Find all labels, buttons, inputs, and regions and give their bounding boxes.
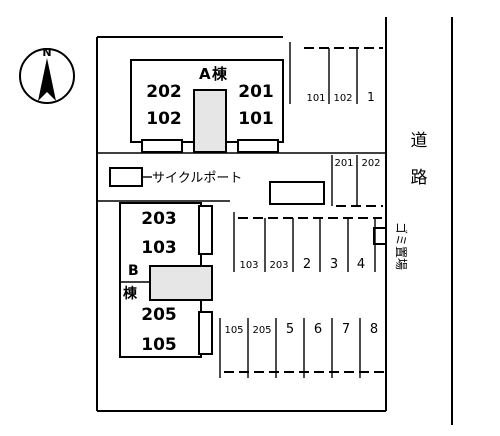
garbage-label: ゴミ置場 <box>394 222 409 270</box>
unit-203-label: 203 <box>141 209 177 229</box>
building-b-stairwell <box>149 265 213 301</box>
compass-north-label: N <box>42 46 51 59</box>
road-label-2: 路 <box>411 168 428 188</box>
unit-205-label: 205 <box>141 305 177 325</box>
parking-space-label: 102 <box>333 93 352 104</box>
building-a-kanji: 棟 <box>212 65 228 83</box>
unit-201-label: 201 <box>238 82 274 102</box>
parking-space-label: 101 <box>306 93 325 104</box>
parking-space-label: 6 <box>314 322 322 337</box>
parking-mid-right: 201 202 <box>331 155 383 207</box>
parking-space-label: 5 <box>286 322 294 337</box>
parking-space-label: 1 <box>367 90 375 104</box>
parking-space-label: 4 <box>357 257 365 272</box>
unit-103-label: 103 <box>141 238 177 258</box>
unit-102-label: 102 <box>146 109 182 129</box>
parking-space-label: 105 <box>224 325 243 336</box>
parking-space-label: 202 <box>361 158 380 169</box>
road-label-1: 道 <box>411 131 428 151</box>
building-b-kanji: 棟 <box>123 285 138 302</box>
parking-space-label: 8 <box>370 322 378 337</box>
parking-space-label: 3 <box>330 257 338 272</box>
parking-space-label: 7 <box>342 322 350 337</box>
parking-center-row: 103 203 2 3 4 <box>233 212 382 272</box>
building-a: A 棟 202 102 201 101 <box>130 59 284 153</box>
unit-202-label: 202 <box>146 82 182 102</box>
parking-top: 101 102 1 <box>289 42 383 104</box>
parking-space-label: 2 <box>303 257 311 272</box>
parking-space-label: 103 <box>239 260 258 271</box>
building-b: B 棟 203 103 205 105 <box>119 202 213 358</box>
storage-box <box>269 181 325 205</box>
road: 道 路 <box>411 17 453 425</box>
cycle-port: サイクルポート <box>109 167 242 187</box>
building-a-stairwell <box>193 89 227 153</box>
unit-101-label: 101 <box>238 109 274 129</box>
building-a-letter: A <box>199 65 211 83</box>
parking-space-label: 201 <box>334 158 353 169</box>
building-b-letter: B <box>128 263 139 279</box>
parking-space-label: 203 <box>269 260 288 271</box>
parking-space-label: 205 <box>252 325 271 336</box>
cycle-port-label: サイクルポート <box>152 171 242 186</box>
garbage-area: ゴミ置場 <box>373 222 409 270</box>
compass-icon: N <box>19 46 75 104</box>
parking-bottom-row: 105 205 5 6 7 8 <box>219 318 386 378</box>
unit-105-label: 105 <box>141 335 177 355</box>
